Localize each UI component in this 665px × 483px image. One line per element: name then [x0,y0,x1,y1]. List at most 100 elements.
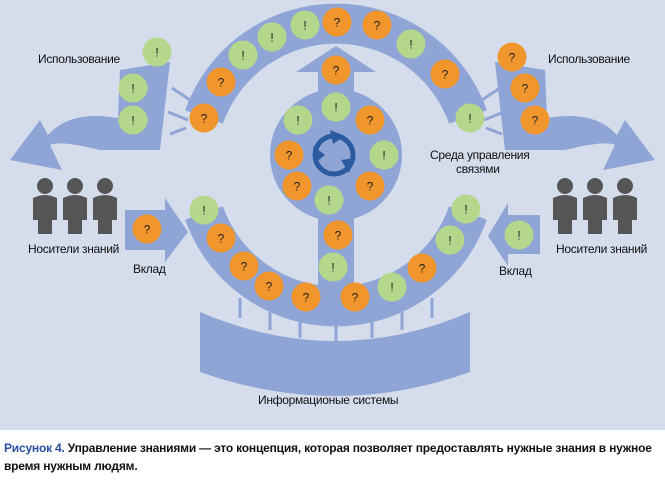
svg-text:?: ? [367,180,374,194]
person-icon [583,178,607,234]
carriers-left-label: Носители знаний [28,242,120,256]
question-token: ? [520,105,550,135]
person-icon [553,178,577,234]
question-token: ? [323,220,353,250]
answer-token: ! [283,105,313,135]
usage-right-label: Использование [548,52,630,66]
svg-text:!: ! [155,46,158,60]
answer-token: ! [118,73,148,103]
svg-text:!: ! [334,101,337,115]
input-right-label: Вклад [499,264,532,278]
person-icon [63,178,87,234]
person-icon [93,178,117,234]
question-token: ? [291,282,321,312]
svg-text:!: ! [241,49,244,63]
answer-token: ! [321,92,351,122]
question-token: ? [497,42,527,72]
svg-text:?: ? [294,180,301,194]
answer-token: ! [369,140,399,170]
question-token: ? [355,105,385,135]
question-token: ? [206,67,236,97]
question-token: ? [132,214,162,244]
answer-token: ! [451,194,481,224]
answer-token: ! [189,195,219,225]
figure-number: Рисунок 4. [4,441,65,455]
answer-token: ! [318,252,348,282]
input-left-label: Вклад [133,262,166,276]
answer-token: ! [290,10,320,40]
svg-text:?: ? [144,223,151,237]
info-systems-band [200,312,470,396]
svg-text:!: ! [464,203,467,217]
svg-text:?: ? [241,260,248,274]
svg-text:!: ! [202,204,205,218]
person-icon [613,178,637,234]
answer-token: ! [377,272,407,302]
svg-text:?: ? [367,114,374,128]
svg-text:!: ! [448,234,451,248]
svg-text:?: ? [201,112,208,126]
svg-text:?: ? [266,280,273,294]
question-token: ? [254,271,284,301]
answer-token: ! [228,40,258,70]
svg-text:!: ! [331,261,334,275]
answer-token: ! [118,105,148,135]
figure-caption: Рисунок 4. Управление знаниями — это кон… [4,439,664,475]
svg-text:?: ? [335,229,342,243]
answer-token: ! [142,37,172,67]
svg-text:!: ! [382,149,385,163]
environment-label: Среда управления связями [430,148,550,176]
svg-text:?: ? [352,291,359,305]
svg-text:!: ! [468,112,471,126]
usage-left-label: Использование [38,52,120,66]
environment-label-line2: связями [456,162,500,176]
carriers-right-label: Носители знаний [556,242,648,256]
svg-text:!: ! [409,38,412,52]
answer-token: ! [435,225,465,255]
question-token: ? [282,171,312,201]
info-systems-label: Информационые системы [258,393,399,407]
question-token: ? [206,223,236,253]
question-token: ? [362,10,392,40]
svg-text:?: ? [522,82,529,96]
person-icon [33,178,57,234]
svg-text:!: ! [517,229,520,243]
svg-text:!: ! [327,194,330,208]
question-token: ? [229,251,259,281]
environment-label-line1: Среда управления [430,148,530,162]
question-token: ? [274,140,304,170]
answer-token: ! [455,103,485,133]
svg-text:?: ? [442,68,449,82]
answer-token: ! [396,29,426,59]
svg-text:?: ? [419,262,426,276]
question-token: ? [510,73,540,103]
knowledge-management-diagram: !!!??!!!??!?!????!!??!??!?!!?????!?!!?! … [0,0,665,430]
question-token: ? [340,282,370,312]
diagram-canvas: !!!??!!!??!?!????!!??!??!?!!?????!?!!?! [10,3,655,396]
svg-text:?: ? [333,64,340,78]
question-token: ? [321,55,351,85]
svg-text:!: ! [131,114,134,128]
svg-text:!: ! [296,114,299,128]
svg-text:?: ? [509,51,516,65]
svg-text:?: ? [374,19,381,33]
svg-text:!: ! [390,281,393,295]
question-token: ? [189,103,219,133]
svg-text:?: ? [218,76,225,90]
question-token: ? [430,59,460,89]
question-token: ? [355,171,385,201]
small-arrows [167,86,505,342]
question-token: ? [407,253,437,283]
question-token: ? [322,7,352,37]
caption-text: Управление знаниями — это концепция, кот… [4,441,652,473]
svg-text:!: ! [303,19,306,33]
svg-text:?: ? [218,232,225,246]
svg-text:?: ? [532,114,539,128]
answer-token: ! [314,185,344,215]
answer-token: ! [257,22,287,52]
svg-text:?: ? [303,291,310,305]
svg-text:!: ! [131,82,134,96]
svg-text:?: ? [286,149,293,163]
svg-text:?: ? [334,16,341,30]
